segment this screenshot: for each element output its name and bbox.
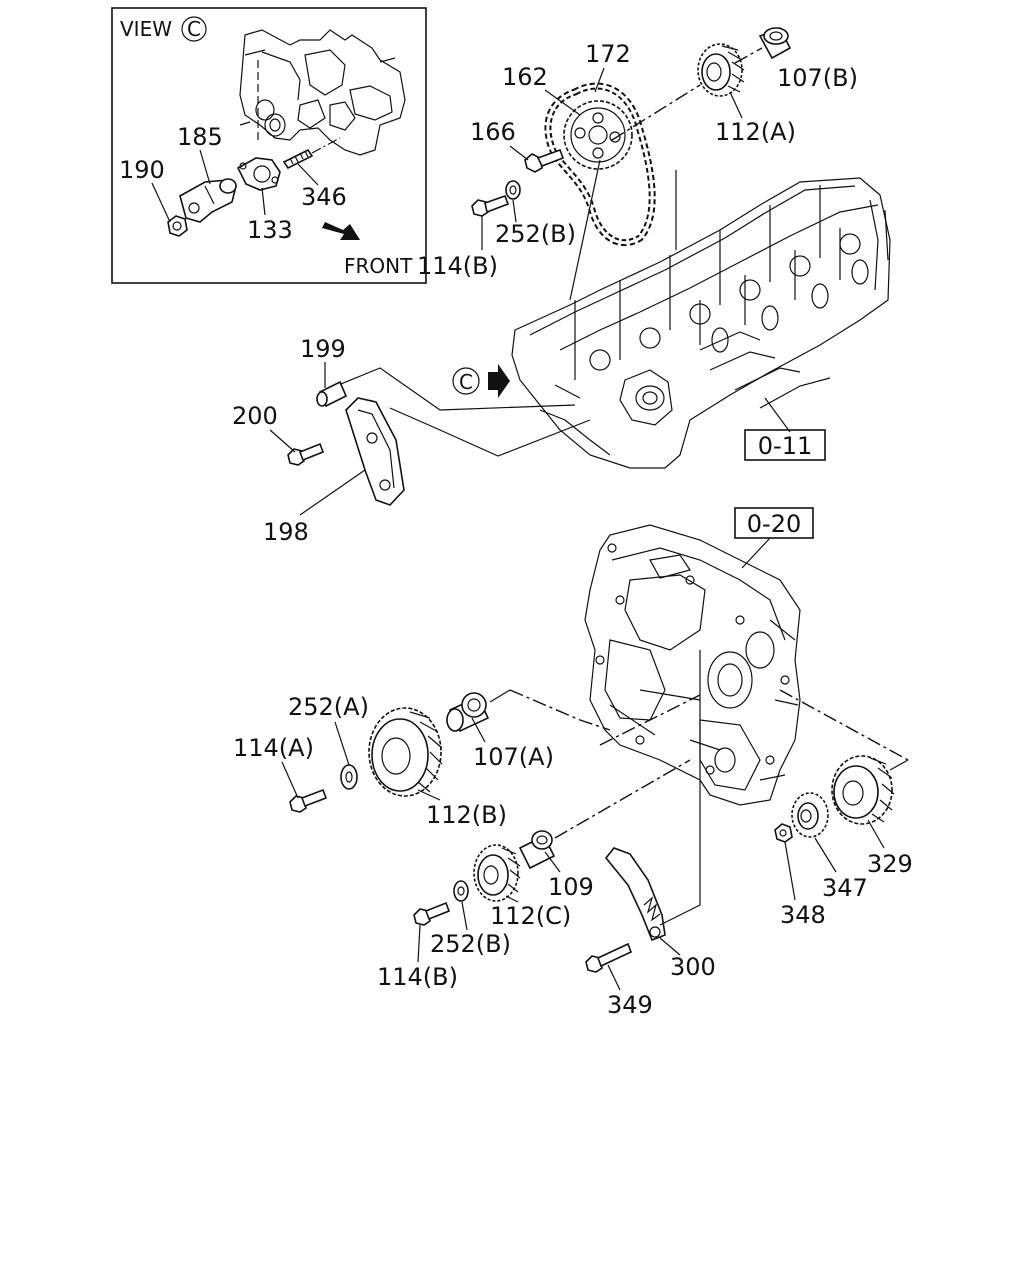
part-347-sprocket [791,792,829,838]
part-114b-bolt-bottom [413,901,451,926]
inset-view-circle [181,16,207,42]
timing-chain-assembly: 172 162 166 107(B) 112(A) 252(B) 114(B) [417,26,858,280]
label-114a: 114(A) [233,734,314,762]
c-marker-circle [452,367,480,395]
part-112a-gear [697,43,745,97]
part-200-bolt [287,442,325,466]
label-112a: 112(A) [715,118,796,146]
label-172: 172 [585,40,631,68]
part-252b-washer-top [505,180,521,200]
label-185: 185 [177,123,223,151]
cylinder-head-drawing [511,159,891,469]
part-349-bolt [585,942,633,973]
inset-block-drawing [239,29,406,156]
part-198-guide [345,397,405,506]
inset-frame [111,7,427,284]
inset-view-letter: C [187,17,201,41]
part-252a-washer [340,764,358,790]
part-252b-washer-bottom [453,880,469,902]
inset-view-text: VIEW [120,17,172,41]
part-133-gasket [236,157,281,191]
inset-view-c: VIEW C [111,7,427,284]
part-190-nut [167,215,188,237]
label-107a: 107(A) [473,743,554,771]
part-346-stud [282,137,341,170]
timing-case-drawing [584,524,801,806]
label-199: 199 [300,335,346,363]
label-348: 348 [780,901,826,929]
part-348-nut [774,823,793,843]
part-114a-bolt [289,788,328,813]
label-114b-top: 114(B) [417,252,498,280]
part-166-bolt [524,148,565,173]
label-162: 162 [502,63,548,91]
label-112c: 112(C) [490,902,571,930]
label-114b-bottom: 114(B) [377,963,458,991]
label-347: 347 [822,874,868,902]
part-112b-gear [368,707,443,797]
label-252b-top: 252(B) [495,220,576,248]
inset-front-text: FRONT [344,254,413,278]
ref-0-20: 0-20 [747,510,801,538]
label-133: 133 [247,216,293,244]
label-112b: 112(B) [426,801,507,829]
ref-0-11: 0-11 [758,432,812,460]
label-329: 329 [867,850,913,878]
label-252a: 252(A) [288,693,369,721]
part-107b-shaft [758,26,792,60]
label-109: 109 [548,873,594,901]
chain-guide-group: 199 200 198 [232,335,591,546]
part-114b-bolt-top [471,194,510,217]
part-185-sensor [179,178,237,223]
c-marker-letter: C [459,370,473,394]
part-199-pin [316,380,348,408]
part-300-tensioner-shoe [604,847,666,942]
label-349: 349 [607,991,653,1019]
label-346: 346 [301,183,347,211]
ref-box-0-20 [734,507,814,539]
label-107b: 107(B) [777,64,858,92]
c-marker-arrow-icon [488,364,510,398]
part-329-gear [831,755,895,825]
part-107a-shaft [446,692,490,733]
ref-box-0-11 [744,429,826,461]
lower-gear-assembly: 252(A) 114(A) 107(A) 112(B) 109 112(C) 2… [233,650,913,1019]
front-arrow-icon [322,222,360,240]
label-190: 190 [119,156,165,184]
label-200: 200 [232,402,278,430]
label-252b-bottom: 252(B) [430,930,511,958]
label-166: 166 [470,118,516,146]
part-162-sprocket [563,100,633,170]
label-198: 198 [263,518,309,546]
label-300: 300 [670,953,716,981]
part-112c-gear [473,844,521,902]
part-109-shaft [518,830,556,870]
